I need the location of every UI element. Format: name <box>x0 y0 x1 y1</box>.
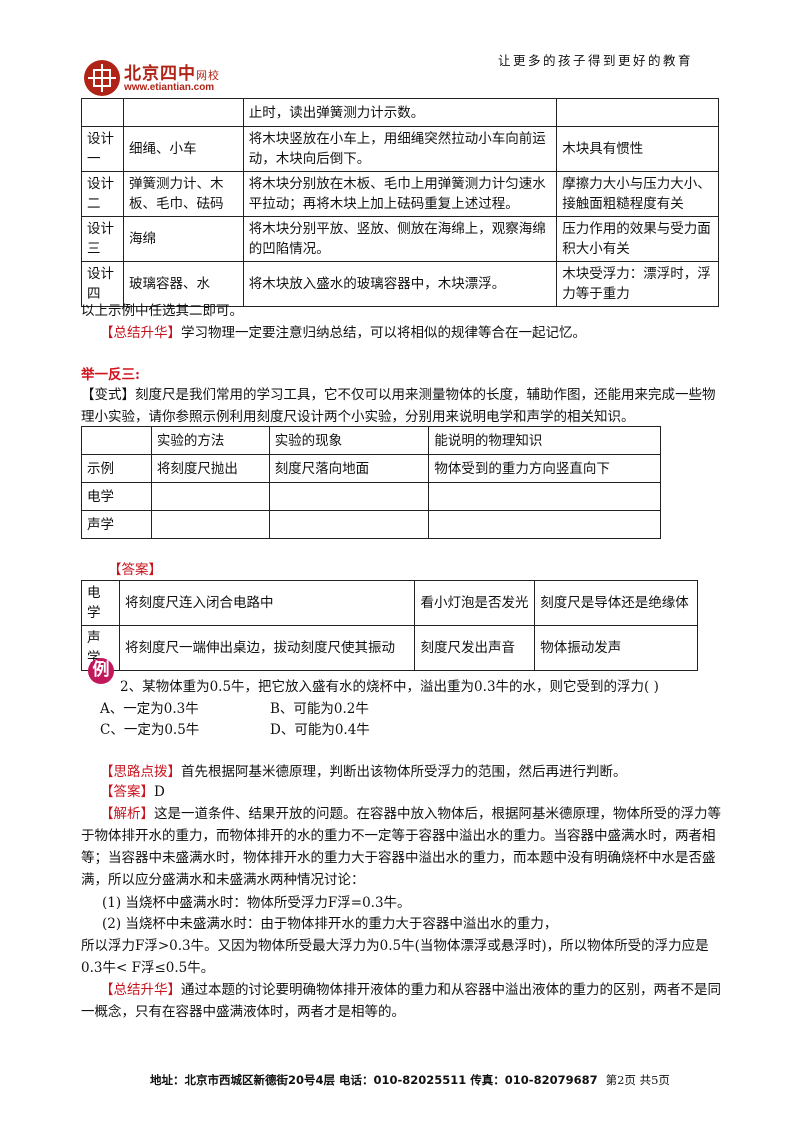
ruler-table: 实验的方法实验的现象能说明的物理知识 示例将刻度尺抛出刻度尺落向地面物体受到的重… <box>81 426 661 539</box>
summary-1: 【总结升华】学习物理一定要注意归纳总结，可以将相似的规律等合在一起记忆。 <box>100 325 586 341</box>
note: 以上示例中任选其二即可。 <box>81 303 243 319</box>
answer-label: 【答案】 <box>108 562 162 578</box>
logo-icon <box>84 60 120 96</box>
table-row: 设计二弹簧测力计、木板、毛巾、砝码将木块分别放在木板、毛巾上用弹簧测力计匀速水平… <box>81 171 719 217</box>
table-cell: 木块受浮力：漂浮时，浮力等于重力 <box>556 261 719 307</box>
table-row: 设计三海绵将木块分别平放、竖放、侧放在海绵上，观察海绵的凹陷情况。压力作用的效果… <box>81 216 719 262</box>
table-row: 实验的方法实验的现象能说明的物理知识 <box>81 426 661 455</box>
table-cell: 木块具有惯性 <box>556 126 719 172</box>
table-cell: 声学 <box>81 625 120 671</box>
table-cell <box>268 482 430 511</box>
table-row: 止时，读出弹簧测力计示数。 <box>81 98 719 127</box>
table-cell <box>150 510 270 539</box>
table-row: 设计四玻璃容器、水将木块放入盛水的玻璃容器中，木块漂浮。木块受浮力：漂浮时，浮力… <box>81 261 719 307</box>
table-cell: 示例 <box>81 454 152 483</box>
table-cell: 将刻度尺抛出 <box>150 454 270 483</box>
table-cell <box>150 482 270 511</box>
table-cell: 弹簧测力计、木板、毛巾、砝码 <box>122 171 244 217</box>
table-cell: 设计三 <box>81 216 124 262</box>
table-cell: 实验的方法 <box>150 426 270 455</box>
table-cell: 将刻度尺连入闭合电路中 <box>118 580 416 626</box>
brand-name: 北京四中网校 <box>124 64 220 84</box>
case-1: (1) 当烧杯中盛满水时：物体所受浮力F浮=0.3牛。 <box>102 895 411 911</box>
table-cell: 声学 <box>81 510 152 539</box>
table-cell: 海绵 <box>122 216 244 262</box>
table-cell: 将木块竖放在小车上，用细绳突然拉动小车向前运动，木块向后倒下。 <box>242 126 558 172</box>
table-cell <box>428 510 661 539</box>
table-cell: 刻度尺落向地面 <box>268 454 430 483</box>
footer: 地址：北京市西城区新德街20号4层 电话：010-82025511 传真：010… <box>150 1073 670 1087</box>
table-cell <box>428 482 661 511</box>
table-cell: 止时，读出弹簧测力计示数。 <box>242 98 558 127</box>
analysis: 【解析】这是一道条件、结果开放的问题。在容器中放入物体后，根据阿基米德原理，物体… <box>81 806 721 888</box>
slogan: 让更多的孩子得到更好的教育 <box>498 53 694 68</box>
table-row: 电学 <box>81 482 661 511</box>
table-cell: 看小灯泡是否发光 <box>414 580 536 626</box>
table-cell: 实验的现象 <box>268 426 430 455</box>
table-cell: 设计二 <box>81 171 124 217</box>
table-cell: 玻璃容器、水 <box>122 261 244 307</box>
table-cell <box>81 426 152 455</box>
table-row: 声学 <box>81 510 661 539</box>
table-cell: 将木块分别放在木板、毛巾上用弹簧测力计匀速水平拉动；再将木块上加上砝码重复上述过… <box>242 171 558 217</box>
table-cell: 能说明的物理知识 <box>428 426 661 455</box>
table-row: 示例将刻度尺抛出刻度尺落向地面物体受到的重力方向竖直向下 <box>81 454 661 483</box>
table-row: 电学将刻度尺连入闭合电路中看小灯泡是否发光刻度尺是导体还是绝缘体 <box>81 580 698 626</box>
table-cell: 刻度尺是导体还是绝缘体 <box>534 580 698 626</box>
table-cell: 将木块分别平放、竖放、侧放在海绵上，观察海绵的凹陷情况。 <box>242 216 558 262</box>
table-cell <box>268 510 430 539</box>
table-cell <box>556 98 719 127</box>
table-cell <box>81 98 124 127</box>
variant-question: 【变式】刻度尺是我们常用的学习工具，它不仅可以用来测量物体的长度，辅助作图，还能… <box>81 387 716 425</box>
table-cell: 细绳、小车 <box>122 126 244 172</box>
hint: 【思路点拨】首先根据阿基米德原理，判断出该物体所受浮力的范围，然后再进行判断。 <box>100 764 627 780</box>
table-cell: 刻度尺发出声音 <box>414 625 536 671</box>
table-cell: 物体受到的重力方向竖直向下 <box>428 454 661 483</box>
case-2: (2) 当烧杯中未盛满水时：由于物体排开水的重力大于容器中溢出水的重力， <box>102 916 558 932</box>
table-cell: 将刻度尺一端伸出桌边，拔动刻度尺使其振动 <box>118 625 416 671</box>
option-b: B、可能为0.2牛 <box>270 701 369 717</box>
table-cell: 电学 <box>81 580 120 626</box>
table-cell: 电学 <box>81 482 152 511</box>
option-a: A、一定为0.3牛 <box>100 701 199 717</box>
option-d: D、可能为0.4牛 <box>270 722 370 738</box>
summary-2: 【总结升华】通过本题的讨论要明确物体排开液体的重力和从容器中溢出液体的重力的区别… <box>81 982 721 1020</box>
table-row: 声学将刻度尺一端伸出桌边，拔动刻度尺使其振动刻度尺发出声音物体振动发声 <box>81 625 698 671</box>
table-cell: 压力作用的效果与受力面积大小有关 <box>556 216 719 262</box>
table-cell: 设计四 <box>81 261 124 307</box>
table-cell: 摩擦力大小与压力大小、接触面粗糙程度有关 <box>556 171 719 217</box>
table-row: 设计一细绳、小车将木块竖放在小车上，用细绳突然拉动小车向前运动，木块向后倒下。木… <box>81 126 719 172</box>
example-icon: 例 <box>88 658 114 684</box>
question-text: 2、某物体重为0.5牛，把它放入盛有水的烧杯中，溢出重为0.3牛的水，则它受到的… <box>120 679 659 695</box>
case-2-cont: 所以浮力F浮>0.3牛。又因为物体所受最大浮力为0.5牛(当物体漂浮或悬浮时)，… <box>81 938 709 976</box>
section-title: 举一反三: <box>81 367 140 383</box>
table-cell: 将木块放入盛水的玻璃容器中，木块漂浮。 <box>242 261 558 307</box>
answer-2: 【答案】D <box>100 784 165 800</box>
answer-table: 电学将刻度尺连入闭合电路中看小灯泡是否发光刻度尺是导体还是绝缘体 声学将刻度尺一… <box>81 580 698 671</box>
table-cell: 设计一 <box>81 126 124 172</box>
table-cell: 物体振动发声 <box>534 625 698 671</box>
option-c: C、一定为0.5牛 <box>100 722 200 738</box>
brand-url[interactable]: www.etiantian.com <box>124 82 215 93</box>
table-cell <box>122 98 244 127</box>
design-table: 止时，读出弹簧测力计示数。 设计一细绳、小车将木块竖放在小车上，用细绳突然拉动小… <box>81 98 719 307</box>
